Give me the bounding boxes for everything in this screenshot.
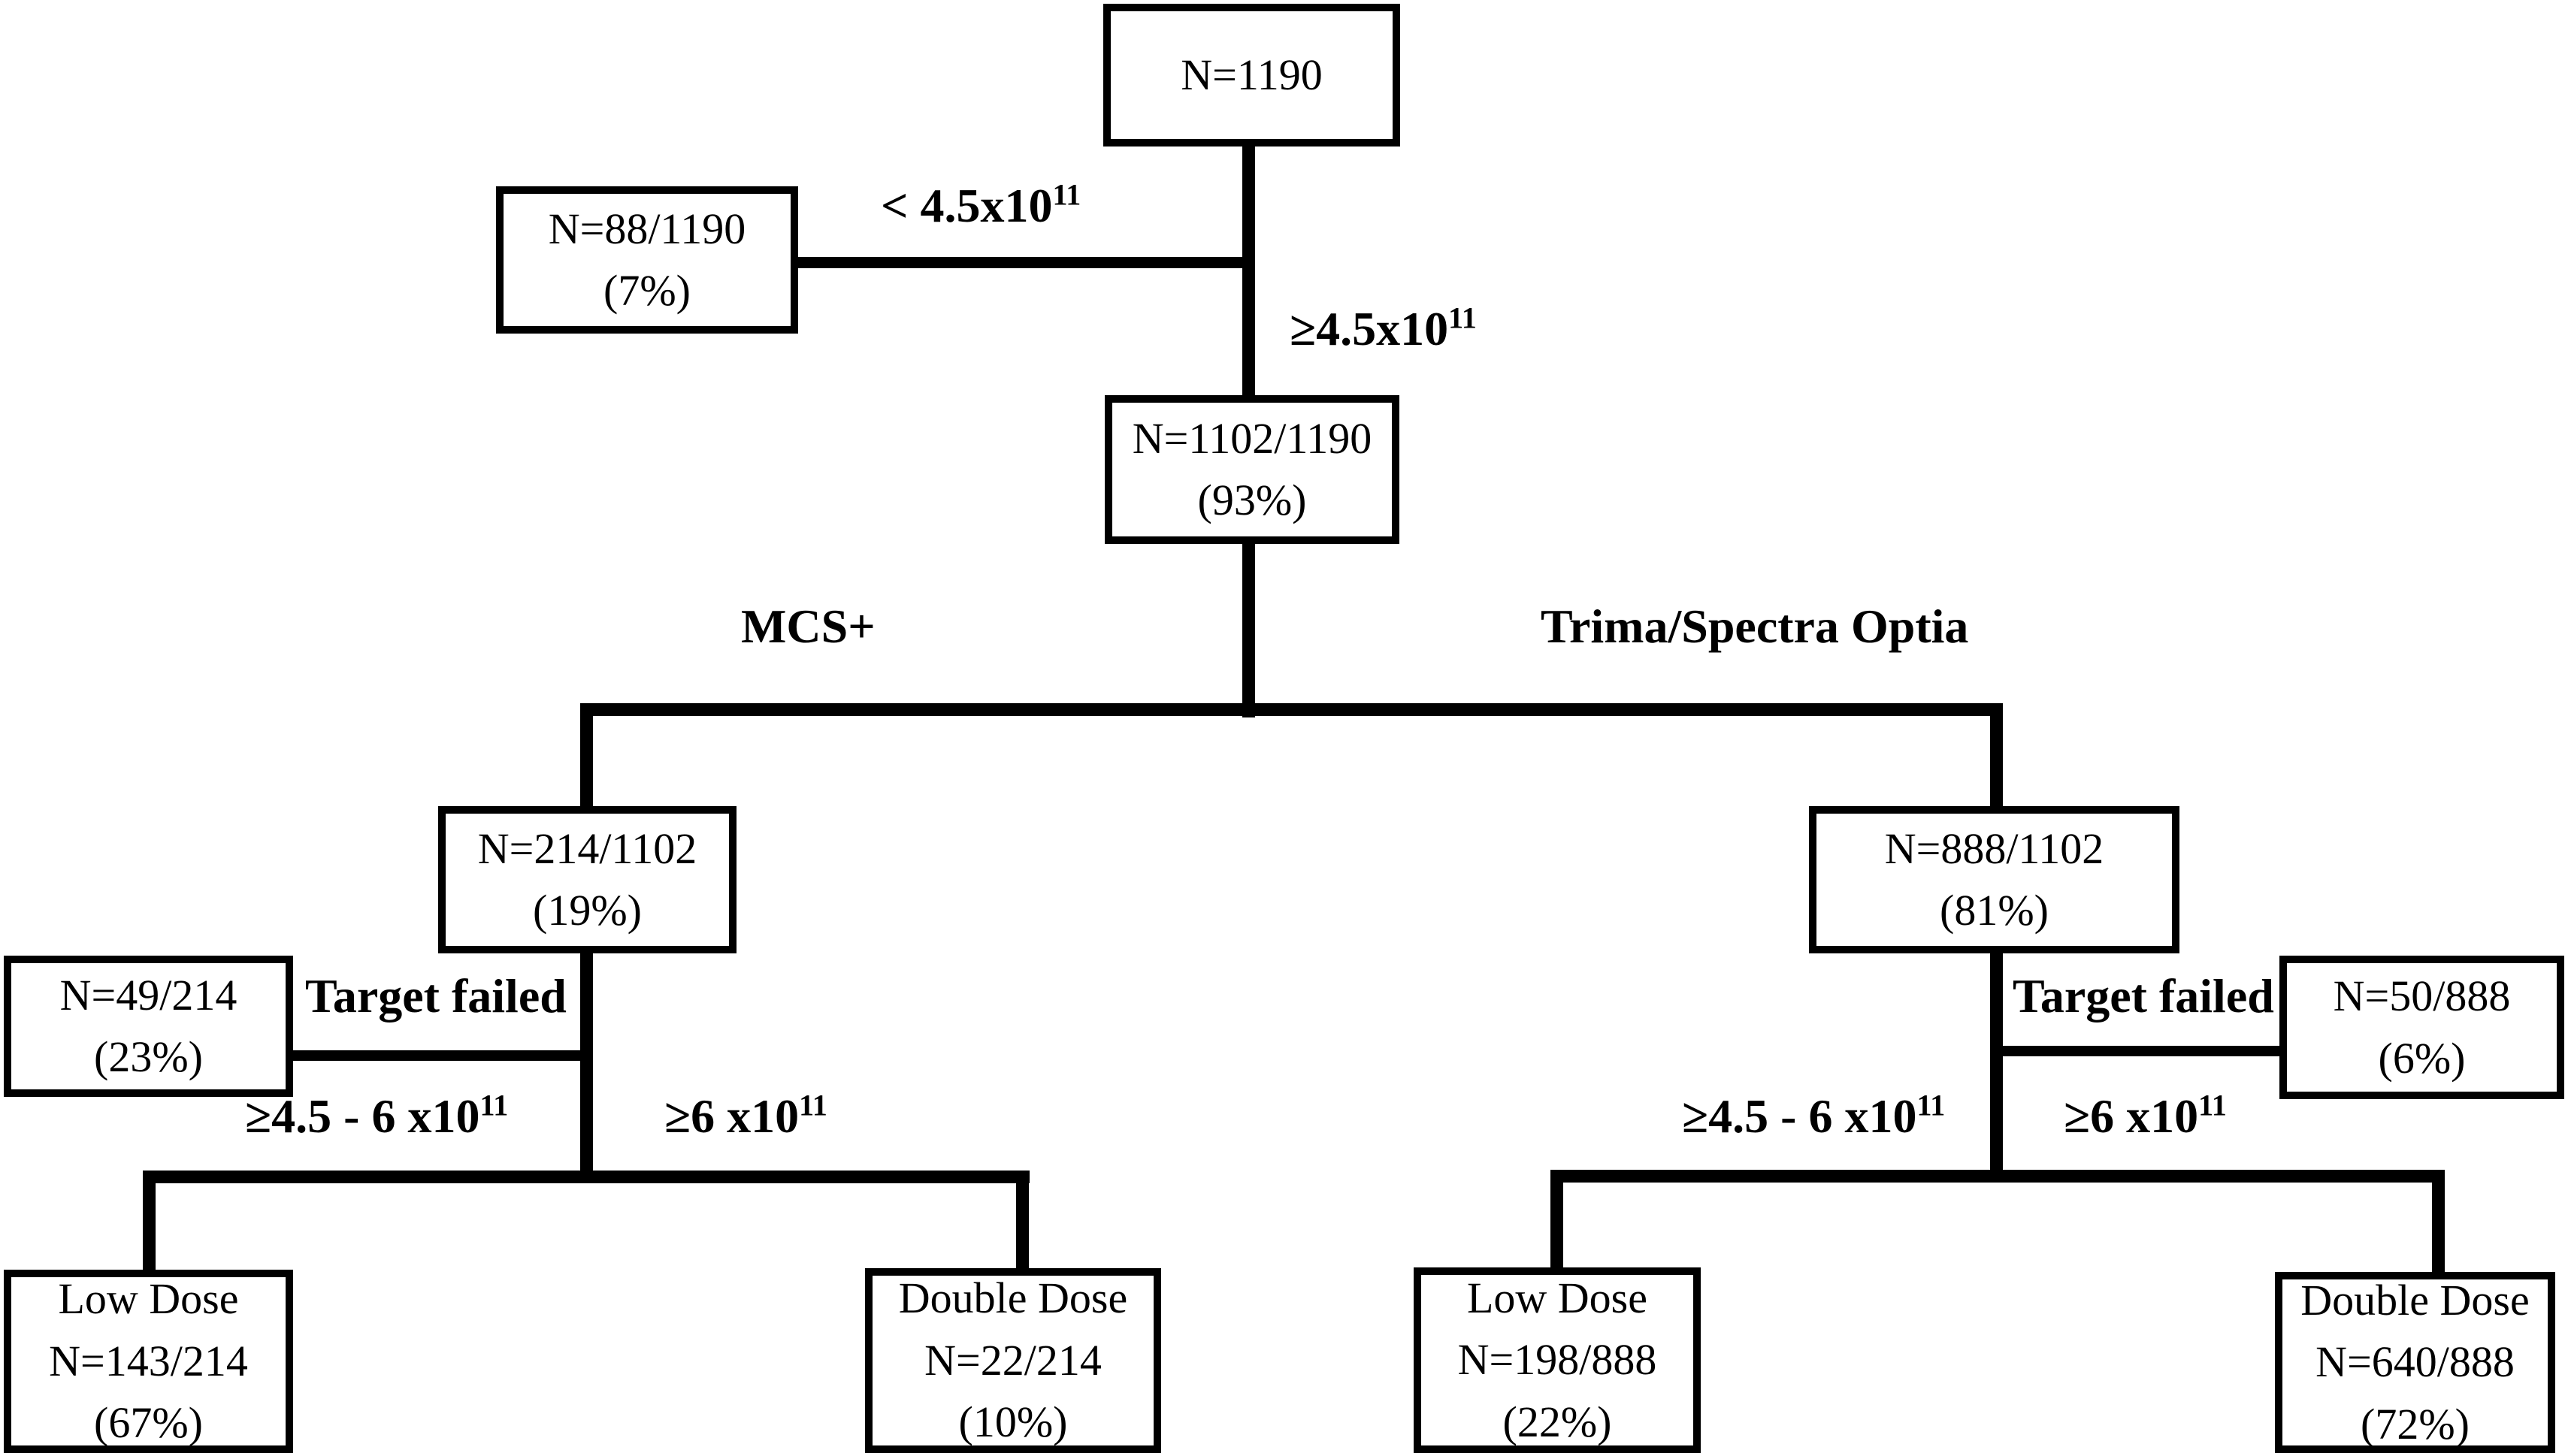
connector-mcs-low-dose xyxy=(143,1171,156,1276)
node-line: (67%) xyxy=(94,1398,203,1448)
node-below-target: N=88/1190 (7%) xyxy=(496,186,798,334)
edge-label-text: MCS+ xyxy=(741,600,876,653)
edge-label-trima-target-failed: Target failed xyxy=(2013,971,2274,1021)
connector-root-to-eligible xyxy=(1242,139,1255,402)
node-total-collections: N=1190 xyxy=(1103,4,1400,147)
edge-label-text: Trima/Spectra Optia xyxy=(1541,600,1969,653)
node-line: (7%) xyxy=(603,266,691,315)
node-line: N=22/214 xyxy=(924,1335,1102,1385)
node-line: N=214/1102 xyxy=(477,823,697,873)
node-line: (72%) xyxy=(2361,1399,2470,1448)
connector-mcs-double-dose xyxy=(1016,1171,1029,1274)
node-mcs-target-failed: N=49/214 (23%) xyxy=(4,956,293,1097)
edge-label-superscript: 11 xyxy=(1916,1088,1946,1122)
node-line: (81%) xyxy=(1940,886,2049,935)
edge-label-text: Target failed xyxy=(305,969,567,1023)
connector-excluded-branch xyxy=(794,257,1245,268)
node-met-target: N=1102/1190 (93%) xyxy=(1105,395,1399,544)
node-line: N=1190 xyxy=(1181,50,1323,99)
node-line: N=88/1190 xyxy=(548,204,746,253)
node-trima-double-dose: Double Dose N=640/888 (72%) xyxy=(2275,1272,2555,1453)
edge-label-met-target: ≥4.5x1011 xyxy=(1290,301,1477,355)
edge-label-trima-high-range: ≥6 x1011 xyxy=(2064,1088,2227,1143)
node-trima-arm: N=888/1102 (81%) xyxy=(1809,806,2179,953)
connector-trima-target-failed xyxy=(1999,1046,2282,1056)
node-line: (10%) xyxy=(958,1397,1068,1447)
edge-label-mcs-high-range: ≥6 x1011 xyxy=(664,1088,827,1143)
node-line: Low Dose xyxy=(1466,1273,1647,1322)
connector-eligible-to-split xyxy=(1242,537,1255,717)
node-line: N=1102/1190 xyxy=(1132,413,1372,463)
connector-device-split-bar xyxy=(580,703,2003,716)
edge-label-superscript: 11 xyxy=(1448,301,1477,335)
edge-label-text: ≥4.5x10 xyxy=(1290,302,1449,355)
edge-label-mcs-target-failed: Target failed xyxy=(305,971,567,1021)
node-mcs-double-dose: Double Dose N=22/214 (10%) xyxy=(865,1268,1161,1453)
edge-label-superscript: 11 xyxy=(799,1088,827,1122)
node-line: N=198/888 xyxy=(1457,1335,1657,1385)
edge-label-text: ≥6 x10 xyxy=(2064,1089,2199,1143)
edge-label-text: < 4.5x10 xyxy=(881,179,1053,232)
connector-mcs-arm-down xyxy=(580,947,593,1183)
edge-label-below-target: < 4.5x1011 xyxy=(881,180,1081,231)
node-mcs-low-dose: Low Dose N=143/214 (67%) xyxy=(4,1270,293,1453)
connector-mcs-dose-split-bar xyxy=(143,1171,1030,1183)
connector-trima-low-dose xyxy=(1550,1170,1563,1273)
node-line: (19%) xyxy=(533,886,642,935)
edge-label-mcs-low-range: ≥4.5 - 6 x1011 xyxy=(245,1088,509,1143)
node-line: N=640/888 xyxy=(2315,1337,2515,1387)
node-trima-low-dose: Low Dose N=198/888 (22%) xyxy=(1414,1267,1701,1453)
edge-label-superscript: 11 xyxy=(2198,1088,2227,1122)
connector-mcs-target-failed xyxy=(291,1050,593,1061)
node-line: N=49/214 xyxy=(59,970,237,1020)
node-line: Double Dose xyxy=(898,1273,1128,1323)
node-line: N=888/1102 xyxy=(1884,823,2104,873)
edge-label-text: ≥6 x10 xyxy=(664,1089,800,1143)
connector-trima-arm-down xyxy=(1990,947,2003,1183)
node-line: (22%) xyxy=(1502,1397,1612,1446)
node-line: (6%) xyxy=(2378,1033,2466,1083)
edge-label-superscript: 11 xyxy=(1052,177,1081,212)
node-line: (23%) xyxy=(94,1032,203,1081)
edge-label-mcs-branch: MCS+ xyxy=(741,601,876,651)
edge-label-superscript: 11 xyxy=(479,1088,509,1122)
node-line: Double Dose xyxy=(2300,1275,2530,1325)
node-line: (93%) xyxy=(1197,476,1307,524)
node-line: N=143/214 xyxy=(49,1336,248,1385)
connector-trima-branch xyxy=(1990,703,2003,812)
connector-mcs-branch xyxy=(580,703,593,812)
edge-label-text: ≥4.5 - 6 x10 xyxy=(245,1089,480,1143)
node-line: Low Dose xyxy=(58,1274,239,1324)
edge-label-text: Target failed xyxy=(2013,969,2274,1023)
connector-trima-double-dose xyxy=(2432,1170,2445,1278)
edge-label-trima-branch: Trima/Spectra Optia xyxy=(1541,601,1968,651)
edge-label-text: ≥4.5 - 6 x10 xyxy=(1682,1089,1917,1143)
connector-trima-dose-split-bar xyxy=(1550,1170,2445,1183)
node-mcs-arm: N=214/1102 (19%) xyxy=(438,806,737,953)
node-trima-target-failed: N=50/888 (6%) xyxy=(2279,956,2564,1099)
edge-label-trima-low-range: ≥4.5 - 6 x1011 xyxy=(1682,1088,1946,1143)
node-line: N=50/888 xyxy=(2333,971,2511,1021)
